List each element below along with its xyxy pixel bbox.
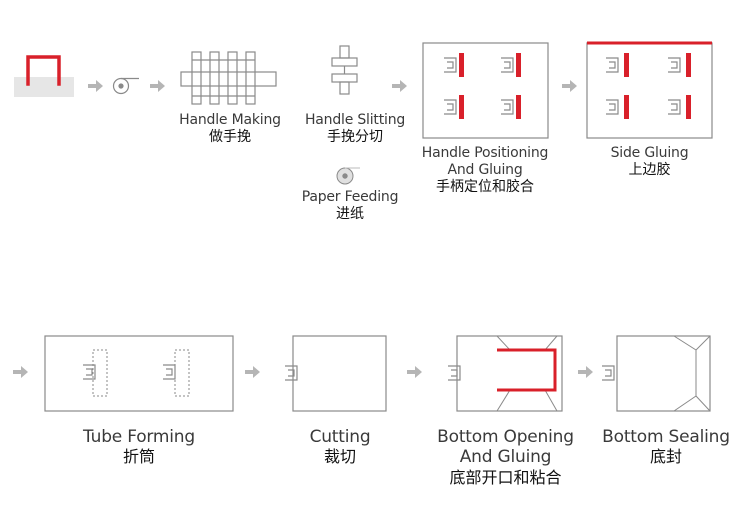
label-en: Handle Slitting	[304, 112, 406, 128]
label-zh: 底封	[649, 447, 682, 467]
label-zh: 手柄定位和胶合	[436, 178, 534, 195]
label-en-line2: And Gluing	[459, 447, 552, 468]
label-zh: 裁切	[323, 447, 356, 467]
step-label-handle-slitting: Handle Slitting 手挽分切	[295, 112, 415, 146]
step-label-cutting: Cutting 裁切	[290, 427, 390, 467]
bottom-opening-panel	[447, 335, 563, 412]
label-zh: 手挽分切	[327, 128, 383, 145]
label-zh: 折筒	[122, 447, 155, 467]
label-zh: 做手挽	[209, 128, 251, 145]
flow-arrow	[150, 80, 165, 92]
side-gluing-panel	[586, 41, 713, 139]
flow-arrow	[578, 366, 593, 378]
step-label-tube-forming: Tube Forming 折筒	[69, 427, 209, 467]
paper-roll-icon	[112, 77, 139, 95]
flow-arrow	[13, 366, 28, 378]
tube-forming-panel	[44, 335, 234, 412]
flow-arrow	[392, 80, 407, 92]
step-label-handle-making: Handle Making 做手挽	[170, 112, 290, 146]
step-label-side-gluing: Side Gluing 上边胶	[587, 145, 712, 179]
flow-arrow	[88, 80, 103, 92]
bottom-sealing-panel	[601, 335, 711, 412]
step-label-bottom-sealing: Bottom Sealing 底封	[592, 427, 740, 467]
paper-feeding-roll-icon	[336, 167, 360, 185]
label-zh: 底部开口和粘合	[449, 467, 562, 487]
handle-slitting-icon	[331, 45, 358, 95]
label-zh: 上边胶	[628, 161, 671, 178]
flow-arrow	[245, 366, 260, 378]
flow-arrow	[407, 366, 422, 378]
label-en: Paper Feeding	[301, 189, 399, 205]
handle-making-machine-icon	[180, 51, 277, 105]
handle-material-icon	[14, 55, 74, 97]
label-en: Tube Forming	[83, 427, 195, 447]
step-label-handle-positioning: Handle Positioning And Gluing 手柄定位和胶合	[410, 145, 560, 195]
step-label-bottom-opening: Bottom Opening And Gluing 底部开口和粘合	[428, 427, 583, 487]
handle-positioning-panel	[422, 42, 549, 139]
label-en-line1: Bottom Opening	[437, 427, 574, 447]
label-en: Side Gluing	[610, 145, 689, 161]
label-en-line2: And Gluing	[447, 161, 523, 178]
label-en: Bottom Sealing	[602, 427, 730, 447]
cutting-panel	[284, 335, 387, 412]
label-en: Handle Making	[179, 112, 281, 128]
label-zh: 进纸	[336, 205, 364, 222]
flow-arrow	[562, 80, 577, 92]
step-label-paper-feeding: Paper Feeding 进纸	[290, 189, 410, 223]
label-en: Cutting	[309, 427, 371, 447]
label-en-line1: Handle Positioning	[421, 145, 549, 161]
